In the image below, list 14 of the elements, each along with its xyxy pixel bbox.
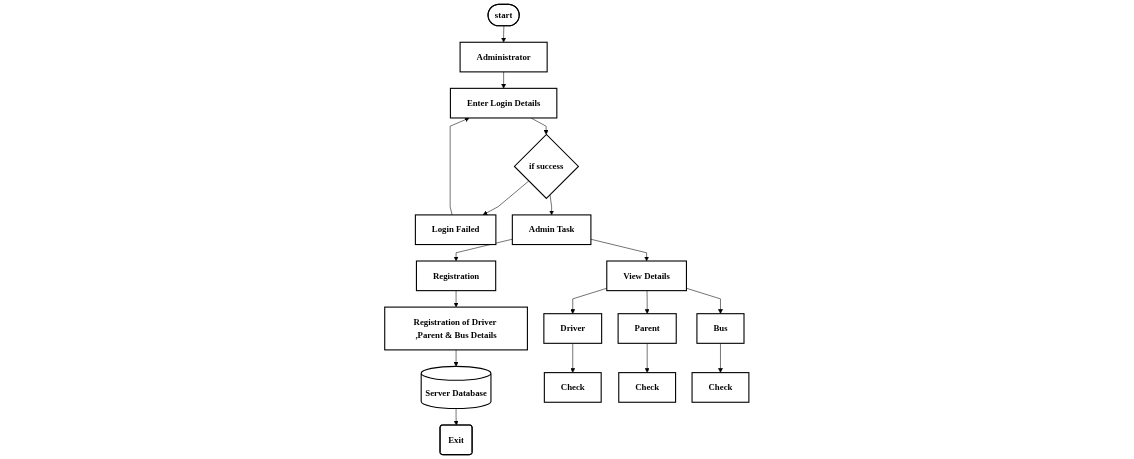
node-box: Check — [544, 372, 602, 403]
node-box: Administrator — [459, 41, 548, 73]
node-box: Registration of Driver ,Parent & Bus Details — [384, 306, 529, 351]
node-box: Login Failed — [415, 214, 497, 246]
node-diamond: if success — [513, 133, 580, 200]
node-box: Registration — [416, 260, 497, 292]
node-box: Check — [691, 372, 750, 403]
node-box: Admin Task — [511, 214, 592, 246]
node-box: View Details — [606, 260, 688, 292]
node-box: Parent — [617, 313, 677, 344]
node-box: Check — [618, 372, 677, 403]
node-box: Bus — [696, 313, 745, 344]
node-box: Driver — [543, 313, 603, 344]
node-box: Enter Login Details — [450, 87, 558, 119]
